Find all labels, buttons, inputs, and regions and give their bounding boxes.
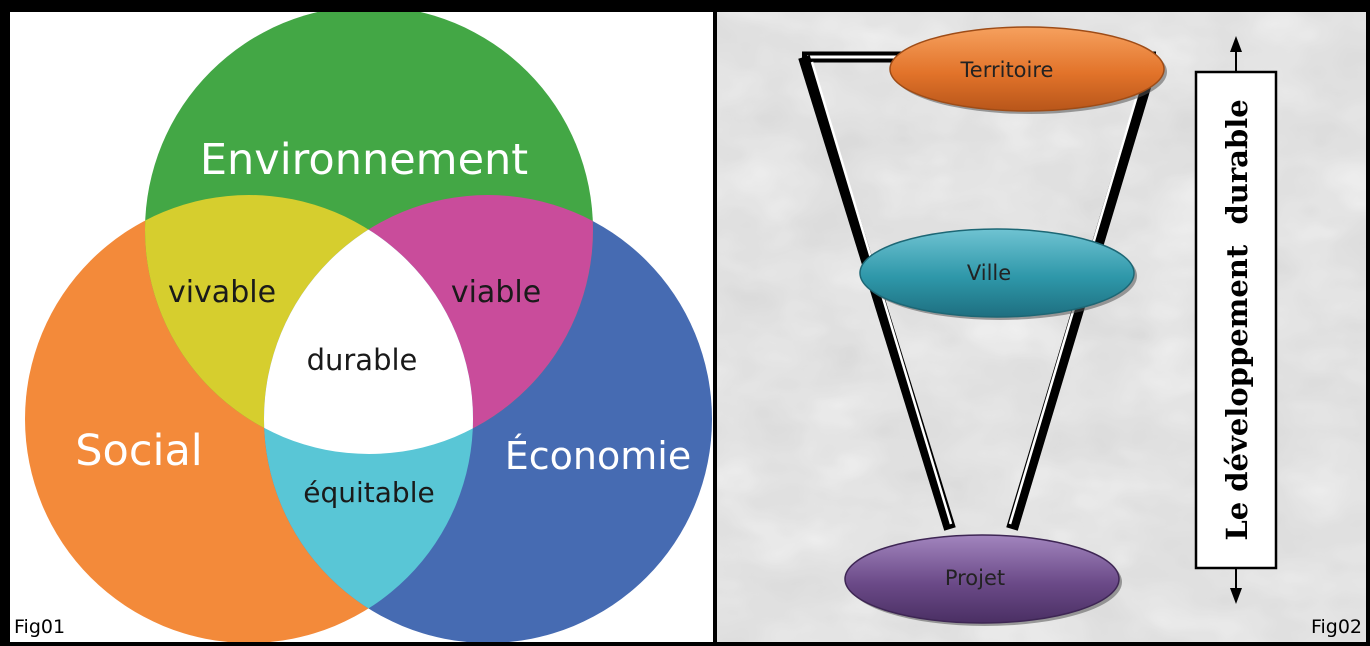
equitable-label: équitable bbox=[303, 476, 434, 509]
fig01-caption: Fig01 bbox=[14, 616, 66, 638]
level-ville: Ville bbox=[859, 228, 1137, 320]
vivable-label: vivable bbox=[168, 275, 276, 310]
projet-label: Projet bbox=[945, 566, 1005, 590]
territoire-label: Territoire bbox=[960, 58, 1054, 82]
durable-region bbox=[264, 195, 473, 454]
durable-label: durable bbox=[307, 343, 418, 377]
ville-label: Ville bbox=[967, 261, 1011, 285]
viable-label: viable bbox=[451, 275, 541, 310]
environnement-label: Environnement bbox=[200, 135, 528, 185]
social-label: Social bbox=[75, 426, 203, 476]
hierarchy-panel: Territoire Ville Projet Le développement… bbox=[717, 12, 1366, 642]
side-label-box bbox=[1194, 70, 1278, 570]
fig02-caption: Fig02 bbox=[1310, 616, 1362, 638]
side-label: Le développement durable bbox=[1220, 99, 1254, 540]
level-territoire: Territoire bbox=[889, 26, 1167, 114]
venn-panel: Environnement Social Économie vivable vi… bbox=[10, 12, 713, 642]
hierarchy-diagram: Territoire Ville Projet Le développement… bbox=[717, 12, 1366, 642]
venn-diagram: Environnement Social Économie vivable vi… bbox=[25, 12, 712, 642]
economie-label: Économie bbox=[505, 434, 691, 478]
level-projet: Projet bbox=[844, 534, 1122, 626]
